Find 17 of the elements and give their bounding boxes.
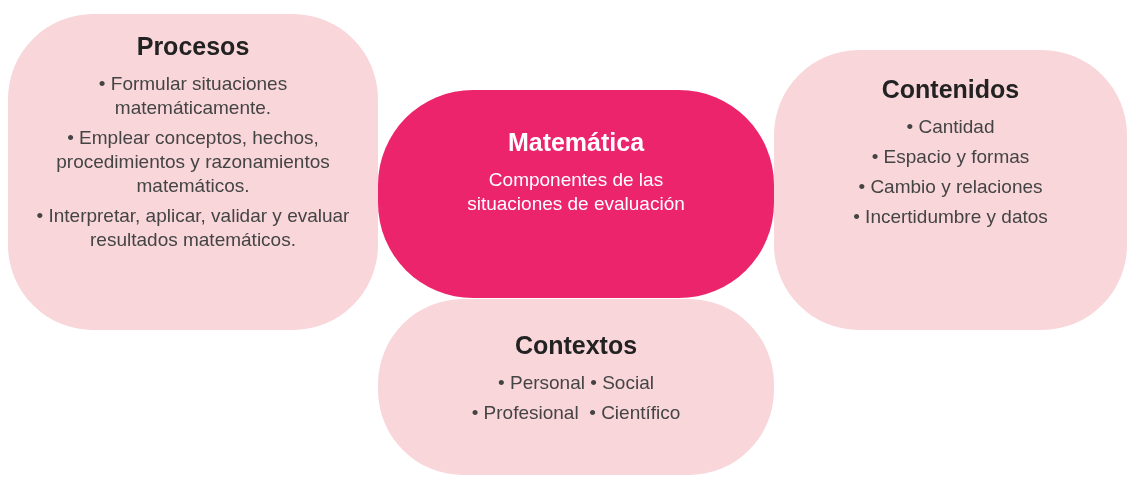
bullet-item: • Interpretar, aplicar, validar y evaluar resultados matemáticos. xyxy=(35,204,351,252)
bullet-item: • Profesional • Científico xyxy=(471,401,681,425)
bullet-item: • Incertidumbre y datos xyxy=(853,205,1048,229)
bullet-item: • Espacio y formas xyxy=(871,145,1030,169)
bullet-item: • Cantidad xyxy=(906,115,995,139)
bullet-item: • Emplear conceptos, hechos, procedimientos y razonamientos matemáticos. xyxy=(55,126,331,198)
panel-heading: Contenidos xyxy=(881,75,1020,104)
rounded-panel xyxy=(774,50,1127,330)
panel-heading: Matemática xyxy=(507,128,645,157)
bullet-item: • Formular situaciones matemáticamente. xyxy=(97,72,289,120)
rounded-panel xyxy=(378,90,774,298)
panel-subtitle: Componentes de las situaciones de evaluación xyxy=(466,168,686,216)
panel-heading: Procesos xyxy=(136,32,250,61)
panel-heading: Contextos xyxy=(514,331,638,360)
bullet-item: • Cambio y relaciones xyxy=(858,175,1043,199)
bullet-item: • Personal • Social xyxy=(498,371,654,395)
rounded-panel xyxy=(8,14,378,330)
